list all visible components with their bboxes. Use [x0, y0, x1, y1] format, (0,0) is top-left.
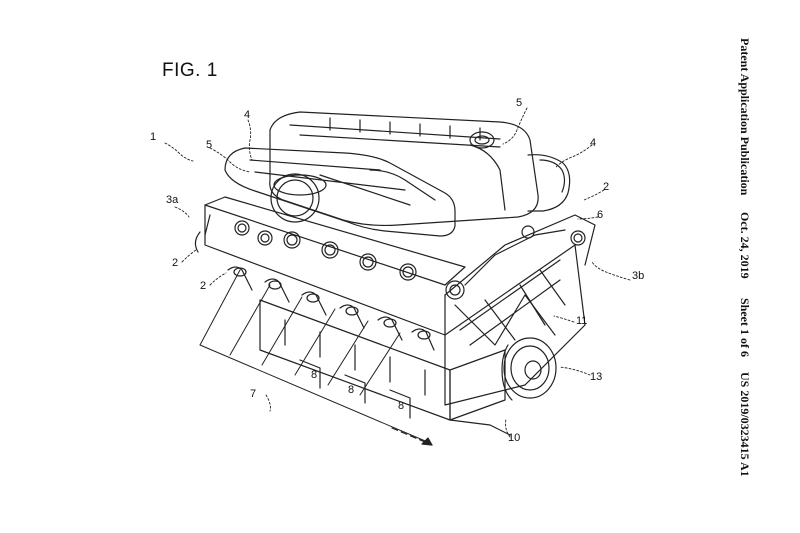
- ref-5-front: 5: [206, 139, 213, 151]
- crankcase: [259, 299, 511, 436]
- cylinder-bank: [194, 196, 596, 336]
- ref-11: 11: [576, 315, 588, 327]
- ref-3b: 3b: [632, 270, 645, 282]
- intake-plenum-front: [224, 147, 456, 237]
- ref-10: 10: [508, 432, 521, 444]
- ref-1: 1: [150, 131, 157, 143]
- crank-pulley: [501, 337, 557, 401]
- ref-7: 7: [250, 388, 257, 400]
- ref-2-left: 2: [172, 257, 179, 269]
- ref-8-left: 8: [311, 369, 318, 381]
- ref-8-middle: 8: [348, 384, 355, 396]
- ref-4-rear: 4: [590, 137, 597, 149]
- exhaust-ports: [227, 266, 435, 351]
- intake-plenum-rear: [269, 111, 571, 227]
- ref-2-lower: 2: [200, 280, 207, 292]
- ref-6: 6: [597, 209, 604, 221]
- ref-5-rear: 5: [516, 97, 523, 109]
- ref-8-right: 8: [398, 400, 405, 412]
- direction-arrowhead: [421, 437, 433, 446]
- cylinder-axis-lines: [199, 269, 431, 444]
- engine-block-side: [444, 225, 586, 406]
- figure-title: FIG. 1: [162, 60, 218, 81]
- ref-3a: 3a: [166, 194, 179, 206]
- leader-lines: [164, 107, 631, 438]
- ref-4-front: 4: [244, 109, 251, 121]
- ref-2-right: 2: [603, 181, 610, 193]
- ref-13: 13: [590, 371, 603, 383]
